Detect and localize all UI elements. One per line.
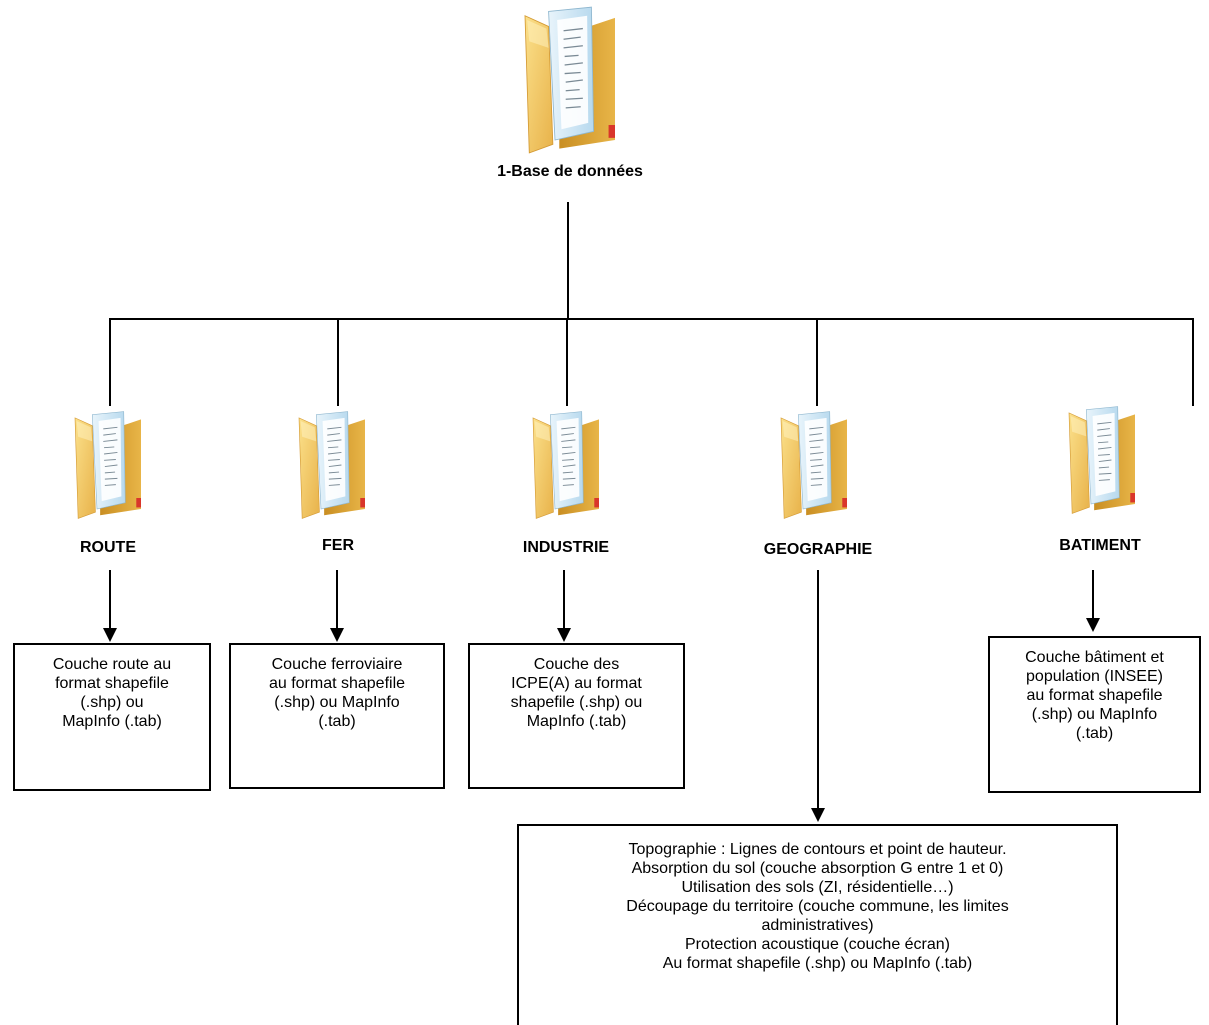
box-line: Couche bâtiment et: [1025, 649, 1164, 666]
box-line: Couche route au: [52, 656, 172, 673]
industrie-folder-icon: [526, 410, 606, 520]
description-box-route: Couche route au format shapefile (.shp) …: [13, 643, 211, 791]
box-line: population (INSEE): [1026, 668, 1163, 685]
arrow-head-fer: [330, 628, 344, 642]
branch-drop-geographie: [816, 318, 818, 406]
box-line: au format shapefile: [268, 675, 406, 692]
root-folder-icon: [515, 5, 625, 155]
description-box-batiment: Couche bâtiment et population (INSEE) au…: [988, 636, 1201, 793]
category-label-route: ROUTE: [80, 539, 136, 556]
box-line: (.shp) ou MapInfo: [274, 694, 400, 711]
arrow-head-route: [103, 628, 117, 642]
arrow-shaft-route: [109, 570, 111, 630]
arrow-shaft-fer: [336, 570, 338, 630]
box-line: ICPE(A) au format: [511, 675, 642, 692]
box-line: Couche ferroviaire: [271, 656, 403, 673]
box-line: (.shp) ou: [80, 694, 144, 711]
arrow-shaft-batiment: [1092, 570, 1094, 620]
branch-drop-route: [109, 318, 111, 406]
category-label-fer: FER: [322, 537, 354, 554]
fer-folder-icon: [292, 410, 372, 520]
box-line: format shapefile: [55, 675, 169, 692]
description-box-fer: Couche ferroviaire au format shapefile (…: [229, 643, 445, 789]
box-line: au format shapefile: [1026, 687, 1163, 704]
branch-drop-industrie: [566, 318, 568, 406]
box-line: Au format shapefile (.shp) ou MapInfo (.…: [662, 955, 973, 972]
arrow-shaft-geographie: [817, 570, 819, 810]
box-line: Découpage du territoire (couche commune,…: [626, 898, 1009, 915]
box-line: (.tab): [1075, 725, 1114, 742]
branch-bar: [109, 318, 1193, 320]
arrow-shaft-industrie: [563, 570, 565, 630]
arrow-head-geographie: [811, 808, 825, 822]
box-line: Utilisation des sols (ZI, résidentielle……: [681, 879, 954, 896]
root-title: 1-Base de données: [497, 163, 643, 180]
arrow-head-industrie: [557, 628, 571, 642]
box-line: Absorption du sol (couche absorption G e…: [631, 860, 1004, 877]
branch-drop-batiment: [1192, 318, 1194, 406]
description-box-industrie: Couche des ICPE(A) au format shapefile (…: [468, 643, 685, 789]
category-label-batiment: BATIMENT: [1059, 537, 1141, 554]
route-folder-icon: [68, 410, 148, 520]
box-line: (.shp) ou MapInfo: [1031, 706, 1158, 723]
root-connector: [567, 202, 569, 320]
geographie-folder-icon: [774, 410, 854, 520]
box-line: Protection acoustique (couche écran): [684, 936, 951, 953]
box-line: MapInfo (.tab): [526, 713, 627, 730]
box-line: MapInfo (.tab): [62, 713, 162, 730]
category-label-industrie: INDUSTRIE: [522, 539, 610, 556]
box-line: shapefile (.shp) ou: [510, 694, 643, 711]
box-line: Couche des: [533, 656, 620, 673]
box-line: administratives): [761, 917, 874, 934]
arrow-head-batiment: [1086, 618, 1100, 632]
box-line: Topographie : Lignes de contours et poin…: [628, 841, 1007, 858]
description-box-geographie: Topographie : Lignes de contours et poin…: [517, 824, 1118, 1025]
branch-drop-fer: [337, 318, 339, 406]
batiment-folder-icon: [1062, 405, 1142, 515]
box-line: (.tab): [318, 713, 356, 730]
category-label-geographie: GEOGRAPHIE: [763, 541, 873, 558]
